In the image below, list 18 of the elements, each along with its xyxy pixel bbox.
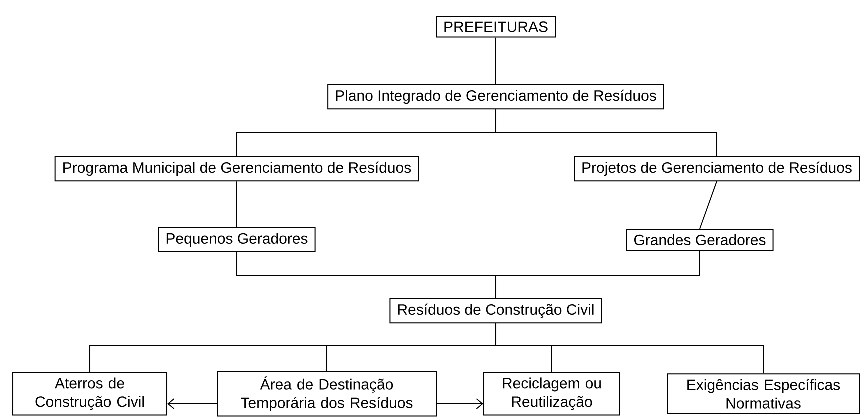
process-box: Aterros de Construção Civil	[12, 372, 168, 416]
process-box: Área de Destinação Temporária dos Resíduos	[217, 371, 437, 417]
process-box: Resíduos de Construção Civil	[390, 298, 602, 324]
process-box: Pequenos Geradores	[158, 228, 316, 252]
connector	[436, 398, 484, 410]
connector	[700, 181, 718, 230]
process-box: Programa Municipal de Gerenciamento de Resíduos	[54, 156, 420, 182]
connector	[496, 109, 718, 157]
process-box: Grandes Geradores	[626, 228, 774, 251]
process-box: Reciclagem ou Reutilização	[484, 372, 620, 416]
connector	[496, 323, 764, 374]
connector	[496, 250, 700, 299]
process-box: PREFEITURAS	[436, 16, 556, 38]
process-box: Plano Integrado de Gerenciamento de Resíduos	[328, 84, 664, 110]
connector	[236, 181, 238, 228]
process-box: Exigências Específicas Normativas	[667, 374, 860, 414]
connector	[168, 398, 218, 410]
process-box: Projetos de Gerenciamento de Resíduos	[574, 156, 860, 182]
